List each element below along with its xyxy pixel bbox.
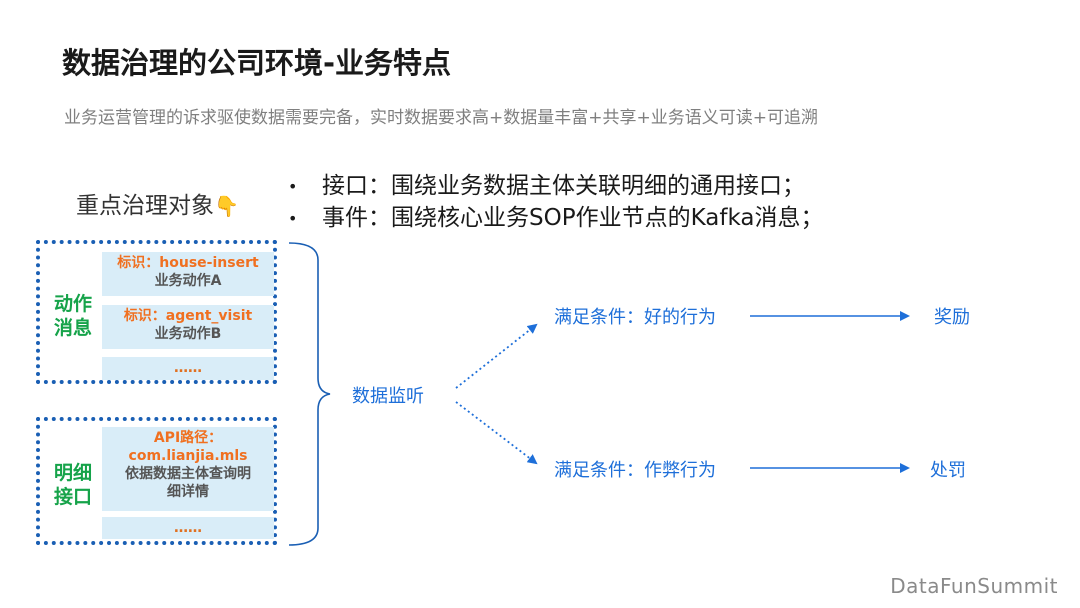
penalty-label: 处罚 [930,460,966,481]
cell-api-path: com.lianjia.mls [128,448,248,464]
group-label-action-message: 动作 消息 [48,292,98,340]
message-cell-more: …… [102,357,274,380]
ellipsis: …… [174,520,202,536]
focus-label-text: 重点治理对象 [76,193,214,219]
group-action-message: 动作 消息 标识：house-insert 业务动作A 标识：agent_vis… [36,240,277,384]
group-label-detail-interface: 明细 接口 [48,461,98,509]
ellipsis: …… [174,360,202,376]
bullet-text: 接口：围绕业务数据主体关联明细的通用接口； [322,173,805,199]
cell-identifier: 标识：house-insert [117,255,259,271]
watermark-logo: DataFunSummit [890,574,1058,598]
group-detail-interface: 明细 接口 API路径： com.lianjia.mls 依据数据主体查询明 细… [36,417,277,545]
page-subtitle: 业务运营管理的诉求驱使数据需要完备，实时数据要求高+数据量丰富+共享+业务语义可… [64,108,818,128]
dotted-arrow-good [455,323,538,389]
cell-api-label: API路径： [153,430,223,446]
data-listener-label: 数据监听 [352,386,424,407]
cell-description: 依据数据主体查询明 [125,466,251,482]
group-label-line1: 动作 [53,293,92,315]
right-brace [288,242,331,546]
bullet-text: 事件：围绕核心业务SOP作业节点的Kafka消息； [322,205,824,231]
bullet-dot: • [288,176,298,196]
bullet-dot: • [288,208,298,228]
page-title: 数据治理的公司环境-业务特点 [62,46,452,80]
interface-cell-api: API路径： com.lianjia.mls 依据数据主体查询明 细详情 [102,427,274,511]
cell-description: 业务动作B [154,326,222,342]
group-label-line1: 明细 [53,462,92,484]
reward-label: 奖励 [934,307,970,328]
pointing-down-icon: 👇 [214,194,239,218]
cell-description: 细详情 [167,484,209,500]
bullet-item-interface: • 接口：围绕业务数据主体关联明细的通用接口； [288,170,823,202]
cell-identifier: 标识：agent_visit [123,308,253,324]
focus-bullets: • 接口：围绕业务数据主体关联明细的通用接口； • 事件：围绕核心业务SOP作业节点… [288,170,823,234]
condition-bad-label: 满足条件：作弊行为 [554,460,716,481]
message-cell-agent-visit: 标识：agent_visit 业务动作B [102,305,274,349]
focus-label: 重点治理对象👇 [76,186,239,220]
dotted-arrow-bad [455,401,538,465]
interface-cell-more: …… [102,517,274,539]
condition-good-label: 满足条件：好的行为 [554,307,716,328]
message-cell-house-insert: 标识：house-insert 业务动作A [102,252,274,296]
group-label-line2: 接口 [53,486,92,508]
bullet-item-event: • 事件：围绕核心业务SOP作业节点的Kafka消息； [288,202,823,234]
group-label-line2: 消息 [53,317,92,339]
cell-description: 业务动作A [154,273,222,289]
